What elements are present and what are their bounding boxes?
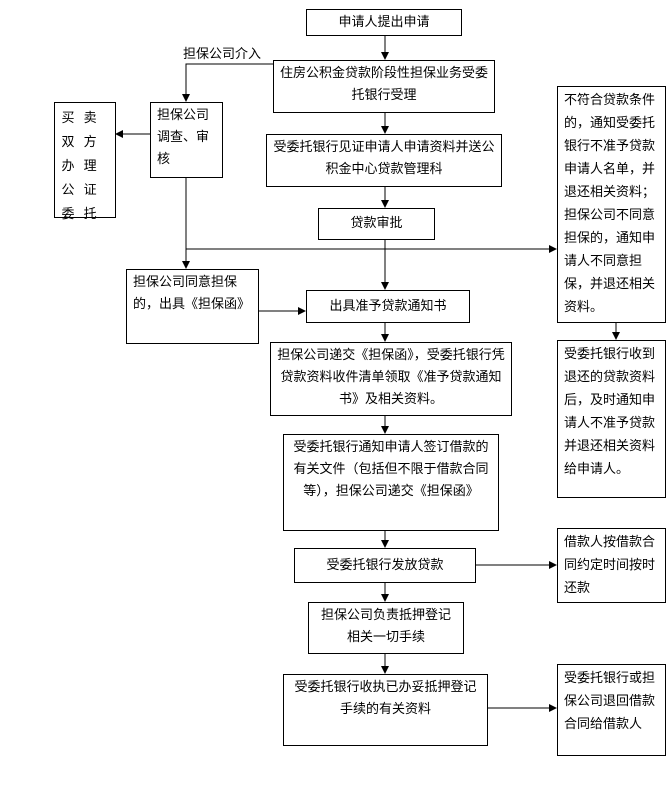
node-sign: 受委托银行通知申请人签订借款的有关文件（包括但不限于借款合同等），担保公司递交《… (283, 434, 499, 531)
node-guarantee-agree: 担保公司同意担保的，出具《担保函》 (126, 269, 259, 344)
vertical-char: 买 (61, 111, 75, 126)
vertical-char: 委 (61, 207, 75, 222)
vertical-char: 双 (61, 135, 75, 150)
node-repay: 借款人按借款合同约定时间按时还款 (557, 528, 666, 603)
node-vertical-box: 买双办公委 卖方理证托 (54, 102, 116, 222)
vertical-col-left: 买双办公委 (59, 107, 77, 227)
node-deliver: 担保公司递交《担保函》，受委托银行凭贷款资料收件清单领取《准予贷款通知书》及相关… (270, 342, 512, 416)
arrow-guarantor-join (182, 63, 273, 102)
node-notice: 出具准予贷款通知书 (306, 290, 470, 323)
node-apply: 申请人提出申请 (306, 9, 462, 36)
guarantor-join-label: 担保公司介入 (183, 47, 262, 62)
node-refund: 受委托银行收到退还的贷款资料后，及时通知申请人不准予贷款并退还相关资料给申请人。 (557, 340, 666, 498)
node-witness: 受委托银行见证申请人申请资料并送公积金中心贷款管理科 (266, 134, 502, 187)
vertical-char: 办 (61, 159, 75, 174)
node-accept: 住房公积金贷款阶段性担保业务受委托银行受理 (273, 60, 495, 113)
node-return-contract: 受委托银行或担保公司退回借款合同给借款人 (557, 664, 666, 756)
vertical-char: 理 (83, 159, 97, 174)
node-mortgage: 担保公司负责抵押登记相关一切手续 (308, 602, 464, 654)
vertical-char: 托 (83, 207, 97, 222)
vertical-char: 卖 (83, 111, 97, 126)
vertical-char: 方 (83, 135, 97, 150)
vertical-char: 证 (83, 183, 97, 198)
vertical-char: 公 (61, 183, 75, 198)
node-investigate: 担保公司调查、审核 (150, 102, 223, 178)
node-collect: 受委托银行收执已办妥抵押登记手续的有关资料 (283, 674, 488, 746)
vertical-col-right: 卖方理证托 (81, 107, 99, 227)
node-reject: 不符合贷款条件的，通知受委托银行不准予贷款申请人名单，并退还相关资料；担保公司不… (557, 86, 666, 323)
node-review: 贷款审批 (318, 208, 435, 240)
node-disburse: 受委托银行发放贷款 (294, 548, 476, 583)
